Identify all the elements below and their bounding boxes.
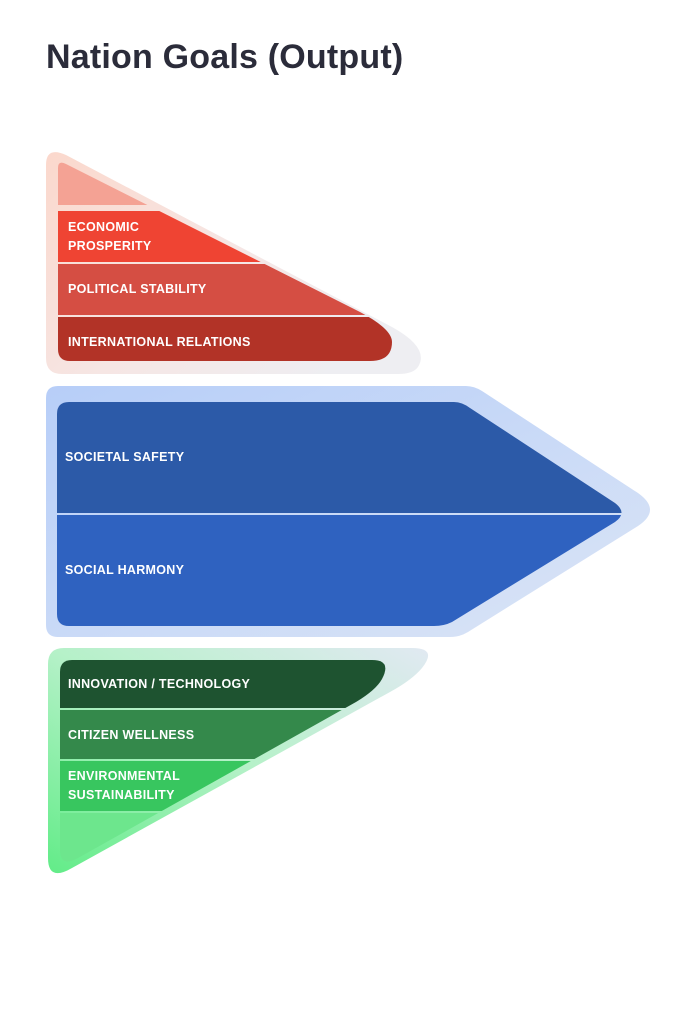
label-innovation-technology: INNOVATION / TECHNOLOGY xyxy=(68,677,251,691)
label-political-stability: POLITICAL STABILITY xyxy=(68,282,207,296)
international-relations-segment xyxy=(58,317,392,361)
top-apex-segment xyxy=(58,162,392,205)
label-citizen-wellness: CITIZEN WELLNESS xyxy=(68,728,195,742)
bottom-apex-segment xyxy=(60,813,386,862)
label-societal-safety: SOCIETAL SAFETY xyxy=(65,450,185,464)
label-social-harmony: SOCIAL HARMONY xyxy=(65,563,185,577)
page-title: Nation Goals (Output) xyxy=(46,38,404,76)
label-environmental-sustainability: ENVIRONMENTAL SUSTAINABILITY xyxy=(68,769,180,802)
innovation-technology-segment xyxy=(60,660,386,708)
label-economic-prosperity: ECONOMIC PROSPERITY xyxy=(68,220,152,253)
middle-goal-group xyxy=(46,386,650,637)
label-international-relations: INTERNATIONAL RELATIONS xyxy=(68,335,251,349)
